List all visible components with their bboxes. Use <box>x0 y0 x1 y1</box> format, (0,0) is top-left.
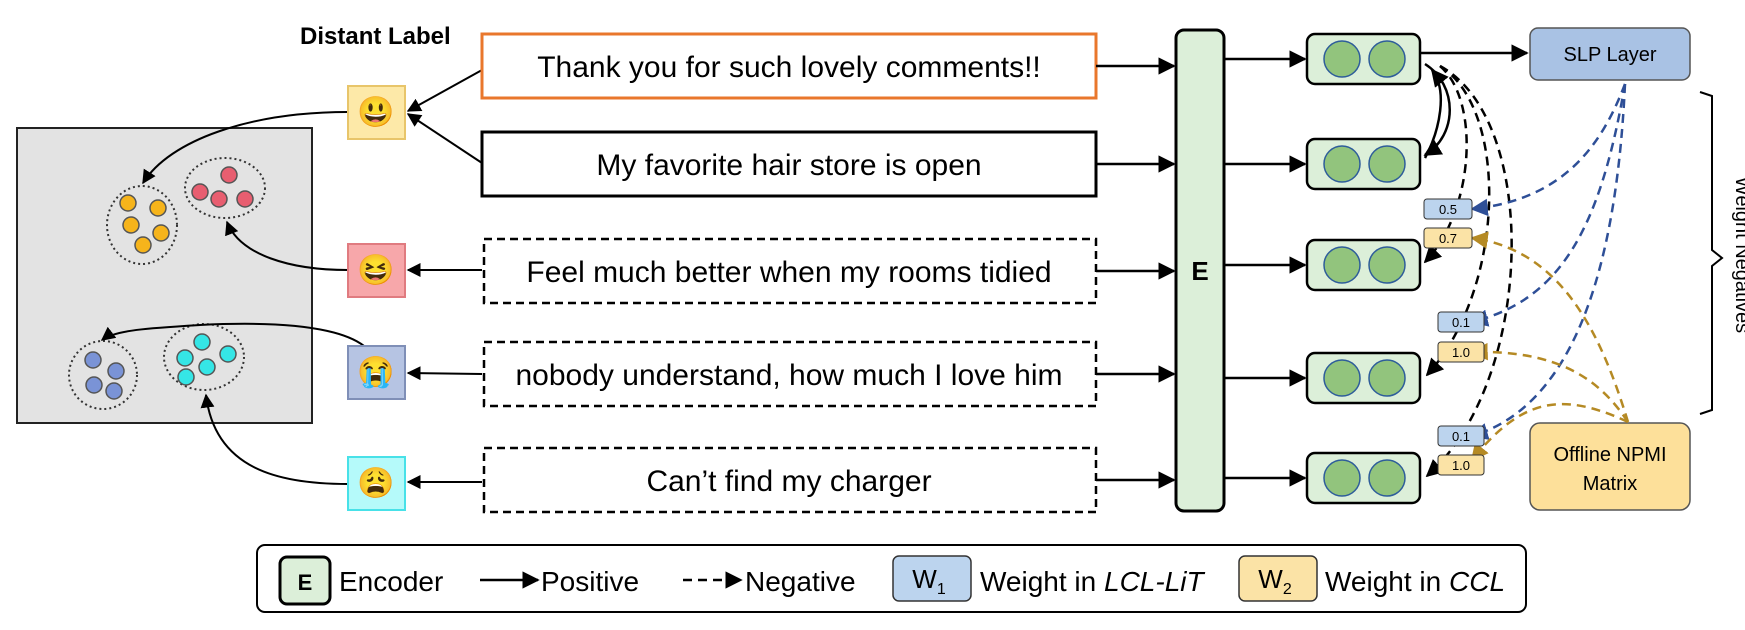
cluster-cyan <box>163 323 245 391</box>
sentence-box-4: nobody understand, how much I love him <box>482 340 1098 408</box>
embedding-4 <box>1305 351 1422 405</box>
legend-encoder-letter: E <box>298 570 313 595</box>
cluster-panel <box>16 127 313 424</box>
slp-weight-arrows <box>1470 83 1627 440</box>
legend-encoder-label: Encoder <box>339 566 443 597</box>
legend-encoder-swatch <box>278 555 332 606</box>
sentence-text: nobody understand, how much I love him <box>516 359 1063 392</box>
embedding-2 <box>1305 137 1422 191</box>
w2-value: 0.7 <box>1439 231 1457 246</box>
sentence-box-2: My favorite hair store is open <box>480 130 1098 198</box>
embedding-3 <box>1305 238 1422 292</box>
embedding-5 <box>1305 451 1422 505</box>
embedding-1 <box>1305 32 1422 86</box>
legend-positive-label: Positive <box>541 566 639 597</box>
w2-value: 1.0 <box>1452 345 1470 360</box>
grinning-face-emoji-icon: 😃 <box>357 95 394 129</box>
cluster-assignment-arrows <box>100 111 378 485</box>
weary-face-emoji-icon: 😩 <box>357 466 394 500</box>
weight-badges-row5: 0.1 1.0 <box>1437 425 1485 476</box>
sentence-text: Can’t find my charger <box>646 465 931 498</box>
distant-label-title: Distant Label <box>300 23 451 50</box>
sentence-text: Feel much better when my rooms tidied <box>526 256 1051 289</box>
w1-value: 0.5 <box>1439 202 1457 217</box>
encoder-block: E <box>1174 28 1226 513</box>
legend-w2-symbol: W2 <box>1258 564 1292 598</box>
cluster-blue <box>68 340 138 410</box>
w1-value: 0.1 <box>1452 429 1470 444</box>
sentence-box-5: Can’t find my charger <box>482 446 1098 514</box>
cluster-red <box>184 157 266 219</box>
weight-badges-row4: 0.1 1.0 <box>1437 311 1485 363</box>
weight-negatives-bracket: Weight Negatives <box>1699 91 1745 415</box>
legend-w1-swatch <box>892 555 972 602</box>
legend-w2-swatch <box>1238 555 1318 602</box>
cluster-yellow <box>106 185 178 265</box>
legend-w1-label: Weight in LCL-LiT <box>980 566 1205 597</box>
legend-w2-label: Weight in CCL <box>1325 566 1505 597</box>
slp-layer-box: SLP Layer <box>1529 27 1691 81</box>
laughing-face-emoji-icon: 😆 <box>357 253 394 287</box>
positive-pair-arrows <box>1423 62 1451 159</box>
label-arrows <box>406 69 483 489</box>
encoder-letter: E <box>1191 256 1208 286</box>
w1-value: 0.1 <box>1452 315 1470 330</box>
legend: E Encoder Positive Negative W1 Weight in… <box>256 544 1527 613</box>
sentence-box-3: Feel much better when my rooms tidied <box>482 237 1098 305</box>
weight-negatives-label: Weight Negatives <box>1731 177 1745 333</box>
legend-w1-symbol: W1 <box>912 564 946 598</box>
crying-face-emoji-icon: 😭 <box>357 355 394 389</box>
npmi-matrix-box: Offline NPMI Matrix <box>1529 422 1691 511</box>
sentence-text: My favorite hair store is open <box>596 149 981 182</box>
npmi-label-line2: Matrix <box>1583 473 1637 495</box>
w2-value: 1.0 <box>1452 458 1470 473</box>
emoji-box-row4: 😭 <box>347 345 406 400</box>
emoji-box-row3: 😆 <box>347 243 406 298</box>
input-arrows <box>1096 57 1176 489</box>
slp-layer-label: SLP Layer <box>1563 44 1656 66</box>
emoji-box-row1: 😃 <box>347 85 406 140</box>
sentence-text: Thank you for such lovely comments!! <box>537 51 1041 84</box>
legend-negative-label: Negative <box>745 566 856 597</box>
sentence-box-1: Thank you for such lovely comments!! <box>480 32 1098 100</box>
npmi-weight-arrows <box>1470 231 1630 462</box>
embedding-arrows <box>1224 50 1307 487</box>
weight-badges-row3: 0.5 0.7 <box>1423 198 1473 249</box>
npmi-label-line1: Offline NPMI <box>1554 444 1667 466</box>
emoji-box-row5: 😩 <box>347 456 406 511</box>
